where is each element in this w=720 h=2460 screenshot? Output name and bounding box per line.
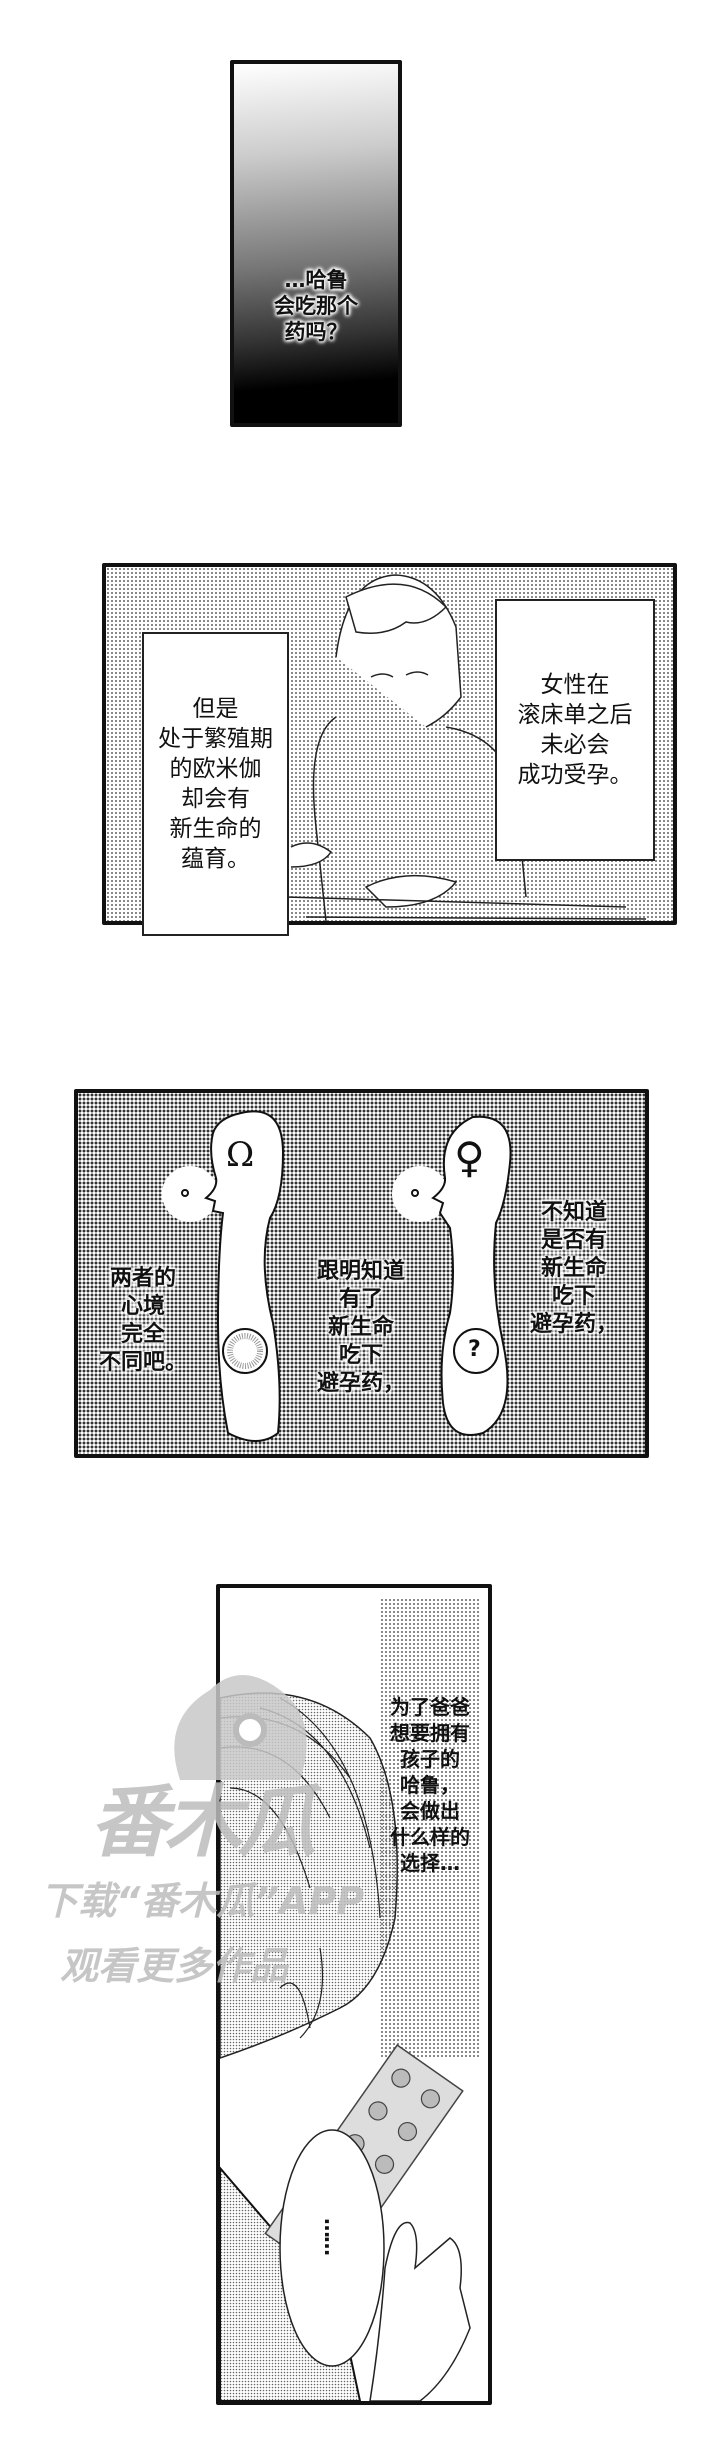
watermark-mascot-icon [174,1675,307,1780]
omega-symbol: Ω [226,1135,255,1175]
panel-3: Ω ♀ ? 两者的心境完全不同吧。 跟明知道有了新生命吃下避孕药， 不知道是否有… [74,1089,649,1458]
speech-bubble [279,2129,385,2367]
narration-text: 为了爸爸想要拥有孩子的哈鲁，会做出什么样的选择… [390,1695,470,1875]
panel-4: 为了爸爸想要拥有孩子的哈鲁，会做出什么样的选择… …… [216,1584,492,2405]
figures-illustration [162,1110,512,1442]
panel-1-thought: …哈鲁会吃那个药吗？ [274,268,358,344]
middle-text: 跟明知道有了新生命吃下避孕药， [316,1259,405,1396]
right-caption-box: 女性在滚床单之后未必会成功受孕。 [495,599,655,861]
narration-background [380,1598,480,2058]
watermark: 番木瓜 下载“番木瓜”APP 观看更多作品 [40,1660,460,2000]
watermark-logo: 番木瓜 [90,1778,316,1868]
bubble-ellipsis: …… [320,2218,344,2254]
watermark-line1: 下载“番木瓜”APP [40,1879,365,1923]
panel-2: 但是处于繁殖期的欧米伽却会有新生命的蕴育。 女性在滚床单之后未必会成功受孕。 [102,563,677,936]
right-text: 不知道是否有新生命吃下避孕药， [529,1200,618,1337]
character-back-illustration [220,1692,471,2401]
left-text: 两者的心境完全不同吧。 [98,1266,187,1375]
question-mark: ? [468,1337,481,1362]
panel-1: …哈鲁会吃那个药吗？ [230,60,402,427]
hand [369,2221,471,2401]
female-figure [392,1115,512,1436]
omega-figure [162,1110,285,1442]
character-illustration [285,574,647,921]
female-symbol: ♀ [454,1133,485,1182]
left-caption-box: 但是处于繁殖期的欧米伽却会有新生命的蕴育。 [142,632,289,936]
watermark-line2: 观看更多作品 [60,1944,289,1988]
